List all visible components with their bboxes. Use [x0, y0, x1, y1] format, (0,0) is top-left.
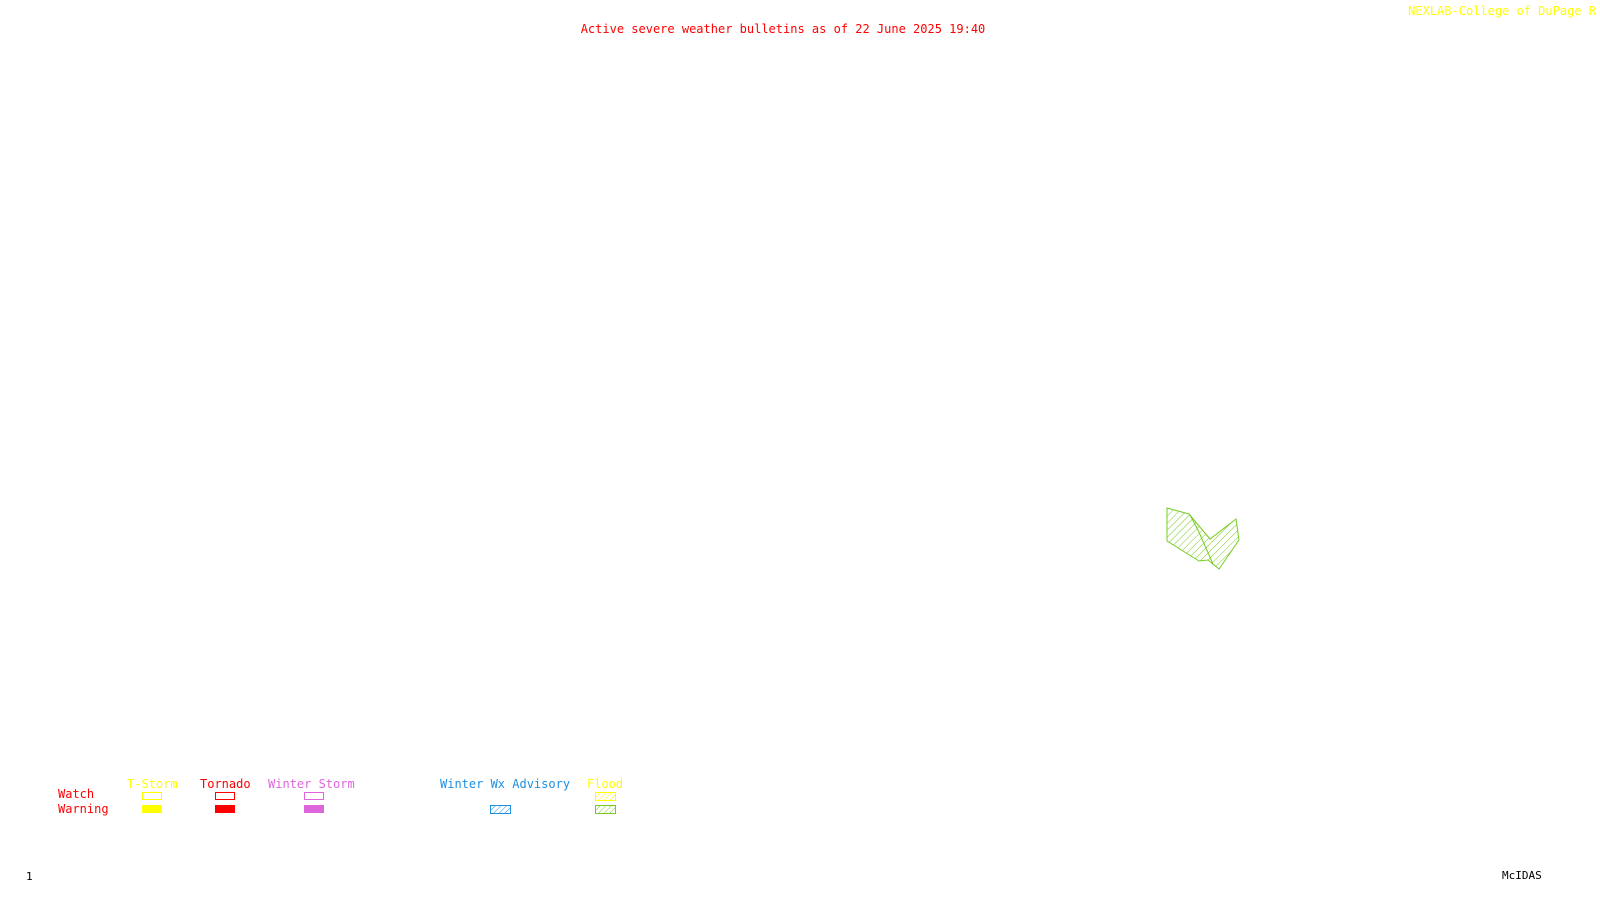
tstorm-watch-swatch	[142, 792, 162, 800]
page-number: 1	[26, 870, 33, 883]
legend-head-tornado: Tornado	[200, 777, 251, 791]
legend-head-winter-storm: Winter Storm	[268, 777, 355, 791]
legend-row-watch: Watch	[58, 787, 95, 801]
flood-watch-swatch	[595, 792, 616, 801]
legend-head-winter-wx-advisory: Winter Wx Advisory	[440, 777, 571, 791]
flood-warning-polygon[interactable]	[1166, 507, 1240, 570]
page-title: Active severe weather bulletins as of 22…	[580, 22, 986, 36]
flood-warning-swatch	[595, 805, 616, 814]
tornado-warning-swatch	[215, 805, 235, 813]
credit-text: NEXLAB-College of DuPage R	[1408, 5, 1596, 17]
tornado-watch-swatch	[215, 792, 235, 800]
brand-label: McIDAS	[1502, 869, 1542, 882]
winter-wx-advisory-swatch	[490, 805, 511, 814]
registered-mark: R	[1588, 4, 1596, 18]
winter-storm-watch-swatch	[304, 792, 324, 800]
credit-label: NEXLAB-College of DuPage	[1408, 4, 1582, 18]
winter-storm-warning-swatch	[304, 805, 324, 813]
tstorm-warning-swatch	[142, 805, 162, 813]
legend-head-tstorm: T-Storm	[127, 777, 178, 791]
legend-row-warning: Warning	[58, 802, 109, 816]
legend-head-flood: Flood	[587, 777, 624, 791]
